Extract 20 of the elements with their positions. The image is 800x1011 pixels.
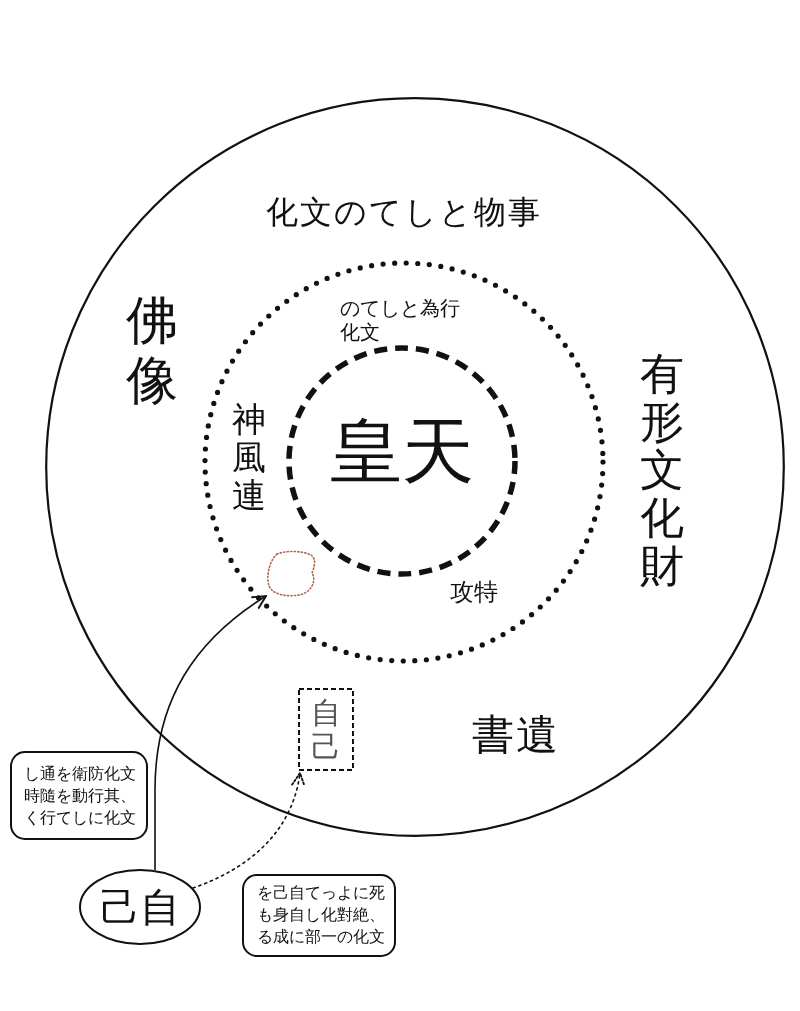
handwritten-label: 書遺 [472, 714, 560, 756]
note-box [242, 874, 396, 957]
dashed-circle [286, 345, 518, 577]
vertical-label: 佛像 [126, 290, 178, 410]
note-text: し通を衛防化文時隨を動行其、く行てしに化文 [23, 763, 136, 829]
ring-heading: のてしと為行化文 [340, 296, 461, 344]
vertical-label: 自己 [311, 696, 341, 764]
center-label: 皇天 [330, 415, 474, 487]
dashed-box [298, 688, 354, 771]
vertical-label: 有形文化財 [640, 350, 684, 590]
ellipse-label: 己自 [100, 887, 180, 927]
dotted-circle [202, 260, 606, 664]
note-box [10, 751, 148, 840]
curved-arrow [154, 595, 267, 871]
ellipse [79, 869, 201, 945]
dotted-arrow [192, 772, 305, 889]
note-text: を己自てっよに死も身自し化對絶、る成に部一の化文 [256, 882, 385, 948]
vertical-label: 神風連 [232, 400, 266, 514]
handwritten-label: 攻特 [450, 580, 498, 604]
ring-heading: 化文のてしと物事 [266, 196, 542, 228]
